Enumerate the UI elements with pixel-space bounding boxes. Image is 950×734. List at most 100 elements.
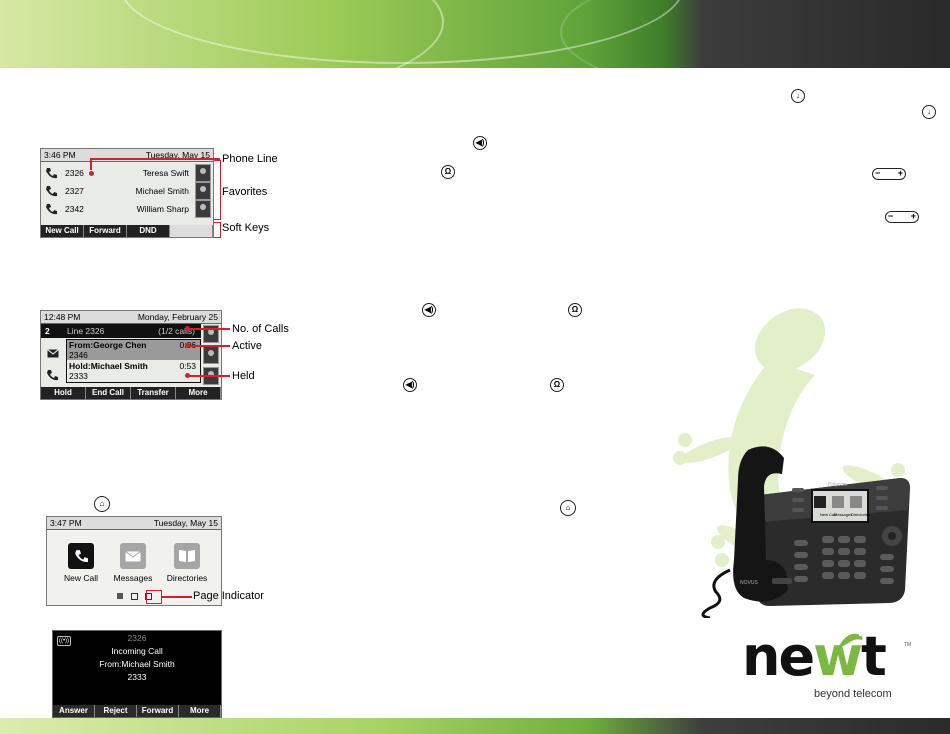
home-icon[interactable]: ⌂ [560, 500, 576, 516]
phone-icon [68, 543, 94, 569]
callout-box [146, 590, 162, 604]
microphone-icon[interactable]: ↓ [791, 89, 805, 103]
incoming-line: 2326 [127, 633, 147, 643]
callout-no-of-calls: No. of Calls [232, 323, 289, 335]
microphone-icon[interactable]: ↓ [922, 105, 936, 119]
book-icon [174, 543, 200, 569]
soft-keys: Answer Reject Forward More [53, 705, 221, 717]
directories-tile[interactable]: Directories [165, 543, 209, 583]
callout-line [162, 596, 192, 598]
line-label: Line 2326 [67, 326, 105, 336]
contact-photo [195, 182, 211, 200]
callout-line [188, 375, 230, 377]
speaker-icon[interactable]: ◀) [422, 303, 436, 317]
favorite-name: Michael Smith [135, 186, 189, 196]
active-caller: From:George Chen [69, 340, 147, 350]
speaker-icon[interactable]: ◀) [403, 378, 417, 392]
callout-bracket [214, 222, 221, 238]
active-call[interactable]: From:George Chen 0:06 2346 [67, 340, 200, 360]
soft-keys: Hold End Call Transfer More [41, 387, 221, 399]
desk-phone-image: New Call Messages Directories Polycom NO… [701, 446, 910, 618]
favorite-row[interactable]: 2327 Michael Smith [41, 182, 195, 200]
callout-line [90, 158, 220, 160]
headset-icon[interactable]: Ω [568, 303, 582, 317]
callout-line [188, 345, 230, 347]
banner-swoosh [560, 0, 950, 68]
line-number: 2 [45, 326, 50, 336]
date: Tuesday, May 15 [153, 518, 218, 528]
headset-icon[interactable]: Ω [550, 378, 564, 392]
time: 3:47 PM [50, 518, 82, 528]
phone-screen-label: Messages [834, 512, 852, 517]
held-number: 2333 [69, 371, 88, 381]
calls-count: (1/2 calls) [158, 326, 195, 336]
logo-text-end: t [860, 625, 887, 688]
line-header[interactable]: 2 Line 2326 (1/2 calls) [41, 324, 201, 338]
favorite-row[interactable]: 2342 William Sharp [41, 200, 195, 218]
softkey-more[interactable]: More [179, 705, 221, 717]
softkey-forward[interactable]: Forward [137, 705, 179, 717]
volume-icon[interactable]: −+ [872, 168, 906, 180]
callout-dot [185, 326, 190, 331]
page-dot [131, 593, 138, 600]
callout-bracket [214, 160, 221, 220]
held-caller: Hold:Michael Smith [69, 361, 148, 371]
callout-page-indicator: Page Indicator [193, 590, 264, 602]
phone-icon [47, 370, 58, 381]
calls-screen: 12:48 PM Monday, February 25 2 Line 2326… [40, 310, 222, 400]
newt-logo: newt TM beyond telecom [742, 628, 922, 704]
time: 3:46 PM [44, 150, 76, 160]
soft-keys: New Call Forward DND [41, 225, 213, 237]
phone-icon [46, 186, 57, 197]
phone-icon [46, 204, 57, 215]
softkey-dnd[interactable]: DND [127, 225, 170, 237]
date: Tuesday, May 15 [145, 150, 210, 160]
softkey-hold[interactable]: Hold [41, 387, 86, 399]
callout-line [90, 158, 92, 170]
line-row[interactable]: 2326 Teresa Swift [41, 164, 195, 182]
envelope-icon [120, 543, 146, 569]
active-number: 2346 [69, 350, 88, 360]
softkey-answer[interactable]: Answer [53, 705, 95, 717]
softkey-reject[interactable]: Reject [95, 705, 137, 717]
envelope-icon [47, 349, 59, 358]
held-call[interactable]: Hold:Michael Smith 0:53 2333 [67, 361, 200, 381]
page-dot-active [117, 593, 123, 599]
softkey-forward[interactable]: Forward [84, 225, 127, 237]
softkey-end-call[interactable]: End Call [86, 387, 131, 399]
tile-label: Directories [166, 573, 208, 583]
gecko-icon [838, 633, 863, 648]
time: 12:48 PM [44, 312, 81, 322]
held-timer: 0:53 [179, 361, 196, 371]
home-icon[interactable]: ⌂ [94, 496, 110, 512]
incoming-call-screen: ((•)) 2326 Incoming Call From:Michael Sm… [52, 630, 222, 718]
favorite-number: 2342 [65, 204, 84, 214]
softkey-more[interactable]: More [176, 387, 221, 399]
callout-dot [185, 373, 190, 378]
volume-icon[interactable]: −+ [885, 211, 919, 223]
softkey-empty[interactable] [170, 225, 213, 237]
callout-line [188, 328, 230, 330]
new-call-tile[interactable]: New Call [63, 543, 99, 583]
messages-tile[interactable]: Messages [111, 543, 155, 583]
line-number: 2326 [65, 168, 84, 178]
headset-icon[interactable]: Ω [441, 165, 455, 179]
home-screen: 3:47 PM Tuesday, May 15 New Call Message… [46, 516, 222, 606]
tile-label: New Call [63, 573, 98, 583]
status-bar: 3:47 PM Tuesday, May 15 [47, 517, 221, 530]
line-indicator-dot [89, 171, 94, 176]
favorites-screen: 3:46 PM Tuesday, May 15 2326 Teresa Swif… [40, 148, 214, 238]
favorite-name: Teresa Swift [142, 168, 189, 178]
softkey-transfer[interactable]: Transfer [131, 387, 176, 399]
calls-box [66, 339, 201, 383]
speaker-icon[interactable]: ◀) [473, 136, 487, 150]
status-bar: 3:46 PM Tuesday, May 15 [41, 149, 213, 162]
callout-dot [185, 343, 190, 348]
tagline: beyond telecom [814, 688, 892, 700]
phone-brand: Polycom [828, 482, 847, 488]
softkey-new-call[interactable]: New Call [41, 225, 84, 237]
phone-screen-label: Directories [851, 512, 870, 517]
callout-soft-keys: Soft Keys [222, 222, 270, 234]
incoming-caller: From:Michael Smith [99, 659, 175, 669]
contact-photo [195, 164, 211, 182]
